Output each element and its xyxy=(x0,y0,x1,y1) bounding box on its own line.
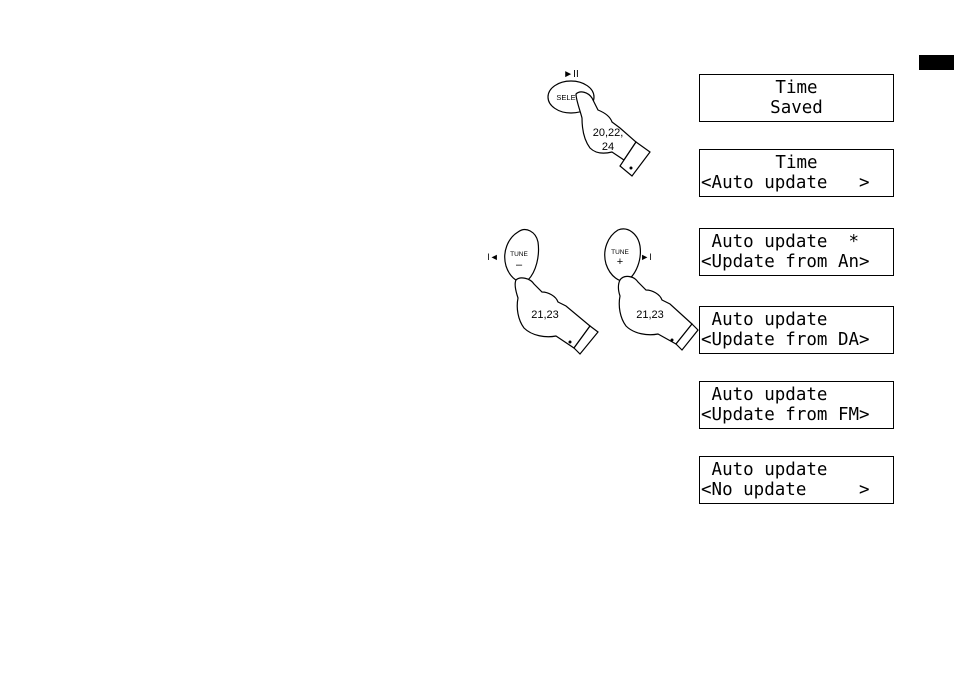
lcd-line-2: <Update from An> xyxy=(701,252,892,272)
cuff-button-dot xyxy=(671,339,674,342)
lcd-display-update-from-fm: Auto update <Update from FM> xyxy=(699,381,894,429)
select-steps-label: 20,22, xyxy=(593,127,624,139)
cuff-button-dot xyxy=(630,167,633,170)
lcd-line-1: Auto update xyxy=(701,460,892,480)
tune-minus-illustration: I◄ TUNE – 21,23 xyxy=(487,230,598,354)
lcd-display-no-update: Auto update <No update > xyxy=(699,456,894,504)
tune-plus-label: TUNE xyxy=(611,249,629,256)
lcd-display-time-saved: Time Saved xyxy=(699,74,894,122)
tune-minus-sign: – xyxy=(516,259,523,271)
lcd-line-2: <Update from DA> xyxy=(701,330,892,350)
select-button-illustration: ►II SELECT 20,22, 24 xyxy=(548,69,650,176)
lcd-line-1: Auto update xyxy=(701,310,892,330)
tune-minus-label: TUNE xyxy=(510,251,528,258)
lcd-line-2: <Auto update > xyxy=(701,173,892,193)
skip-back-icon: I◄ xyxy=(487,252,498,262)
lcd-line-2: <Update from FM> xyxy=(701,405,892,425)
cuff-button-dot xyxy=(569,341,572,344)
lcd-display-time-auto-update: Time <Auto update > xyxy=(699,149,894,197)
skip-forward-icon: ►I xyxy=(640,252,651,262)
tune-plus-sign: + xyxy=(617,256,623,268)
play-pause-icon: ►II xyxy=(563,69,578,80)
lcd-line-2: Saved xyxy=(701,98,892,118)
tune-plus-steps-label: 21,23 xyxy=(636,309,664,321)
lcd-display-update-from-dab: Auto update <Update from DA> xyxy=(699,306,894,354)
select-steps-label-2: 24 xyxy=(602,141,614,153)
lcd-line-1: Time xyxy=(701,78,892,98)
lcd-line-2: <No update > xyxy=(701,480,892,500)
tune-minus-steps-label: 21,23 xyxy=(531,309,559,321)
tune-plus-illustration: ►I TUNE + 21,23 xyxy=(605,229,698,350)
lcd-display-update-from-any: Auto update * <Update from An> xyxy=(699,228,894,276)
lcd-line-1: Auto update xyxy=(701,385,892,405)
lcd-line-1: Time xyxy=(701,153,892,173)
lcd-line-1: Auto update * xyxy=(701,232,892,252)
